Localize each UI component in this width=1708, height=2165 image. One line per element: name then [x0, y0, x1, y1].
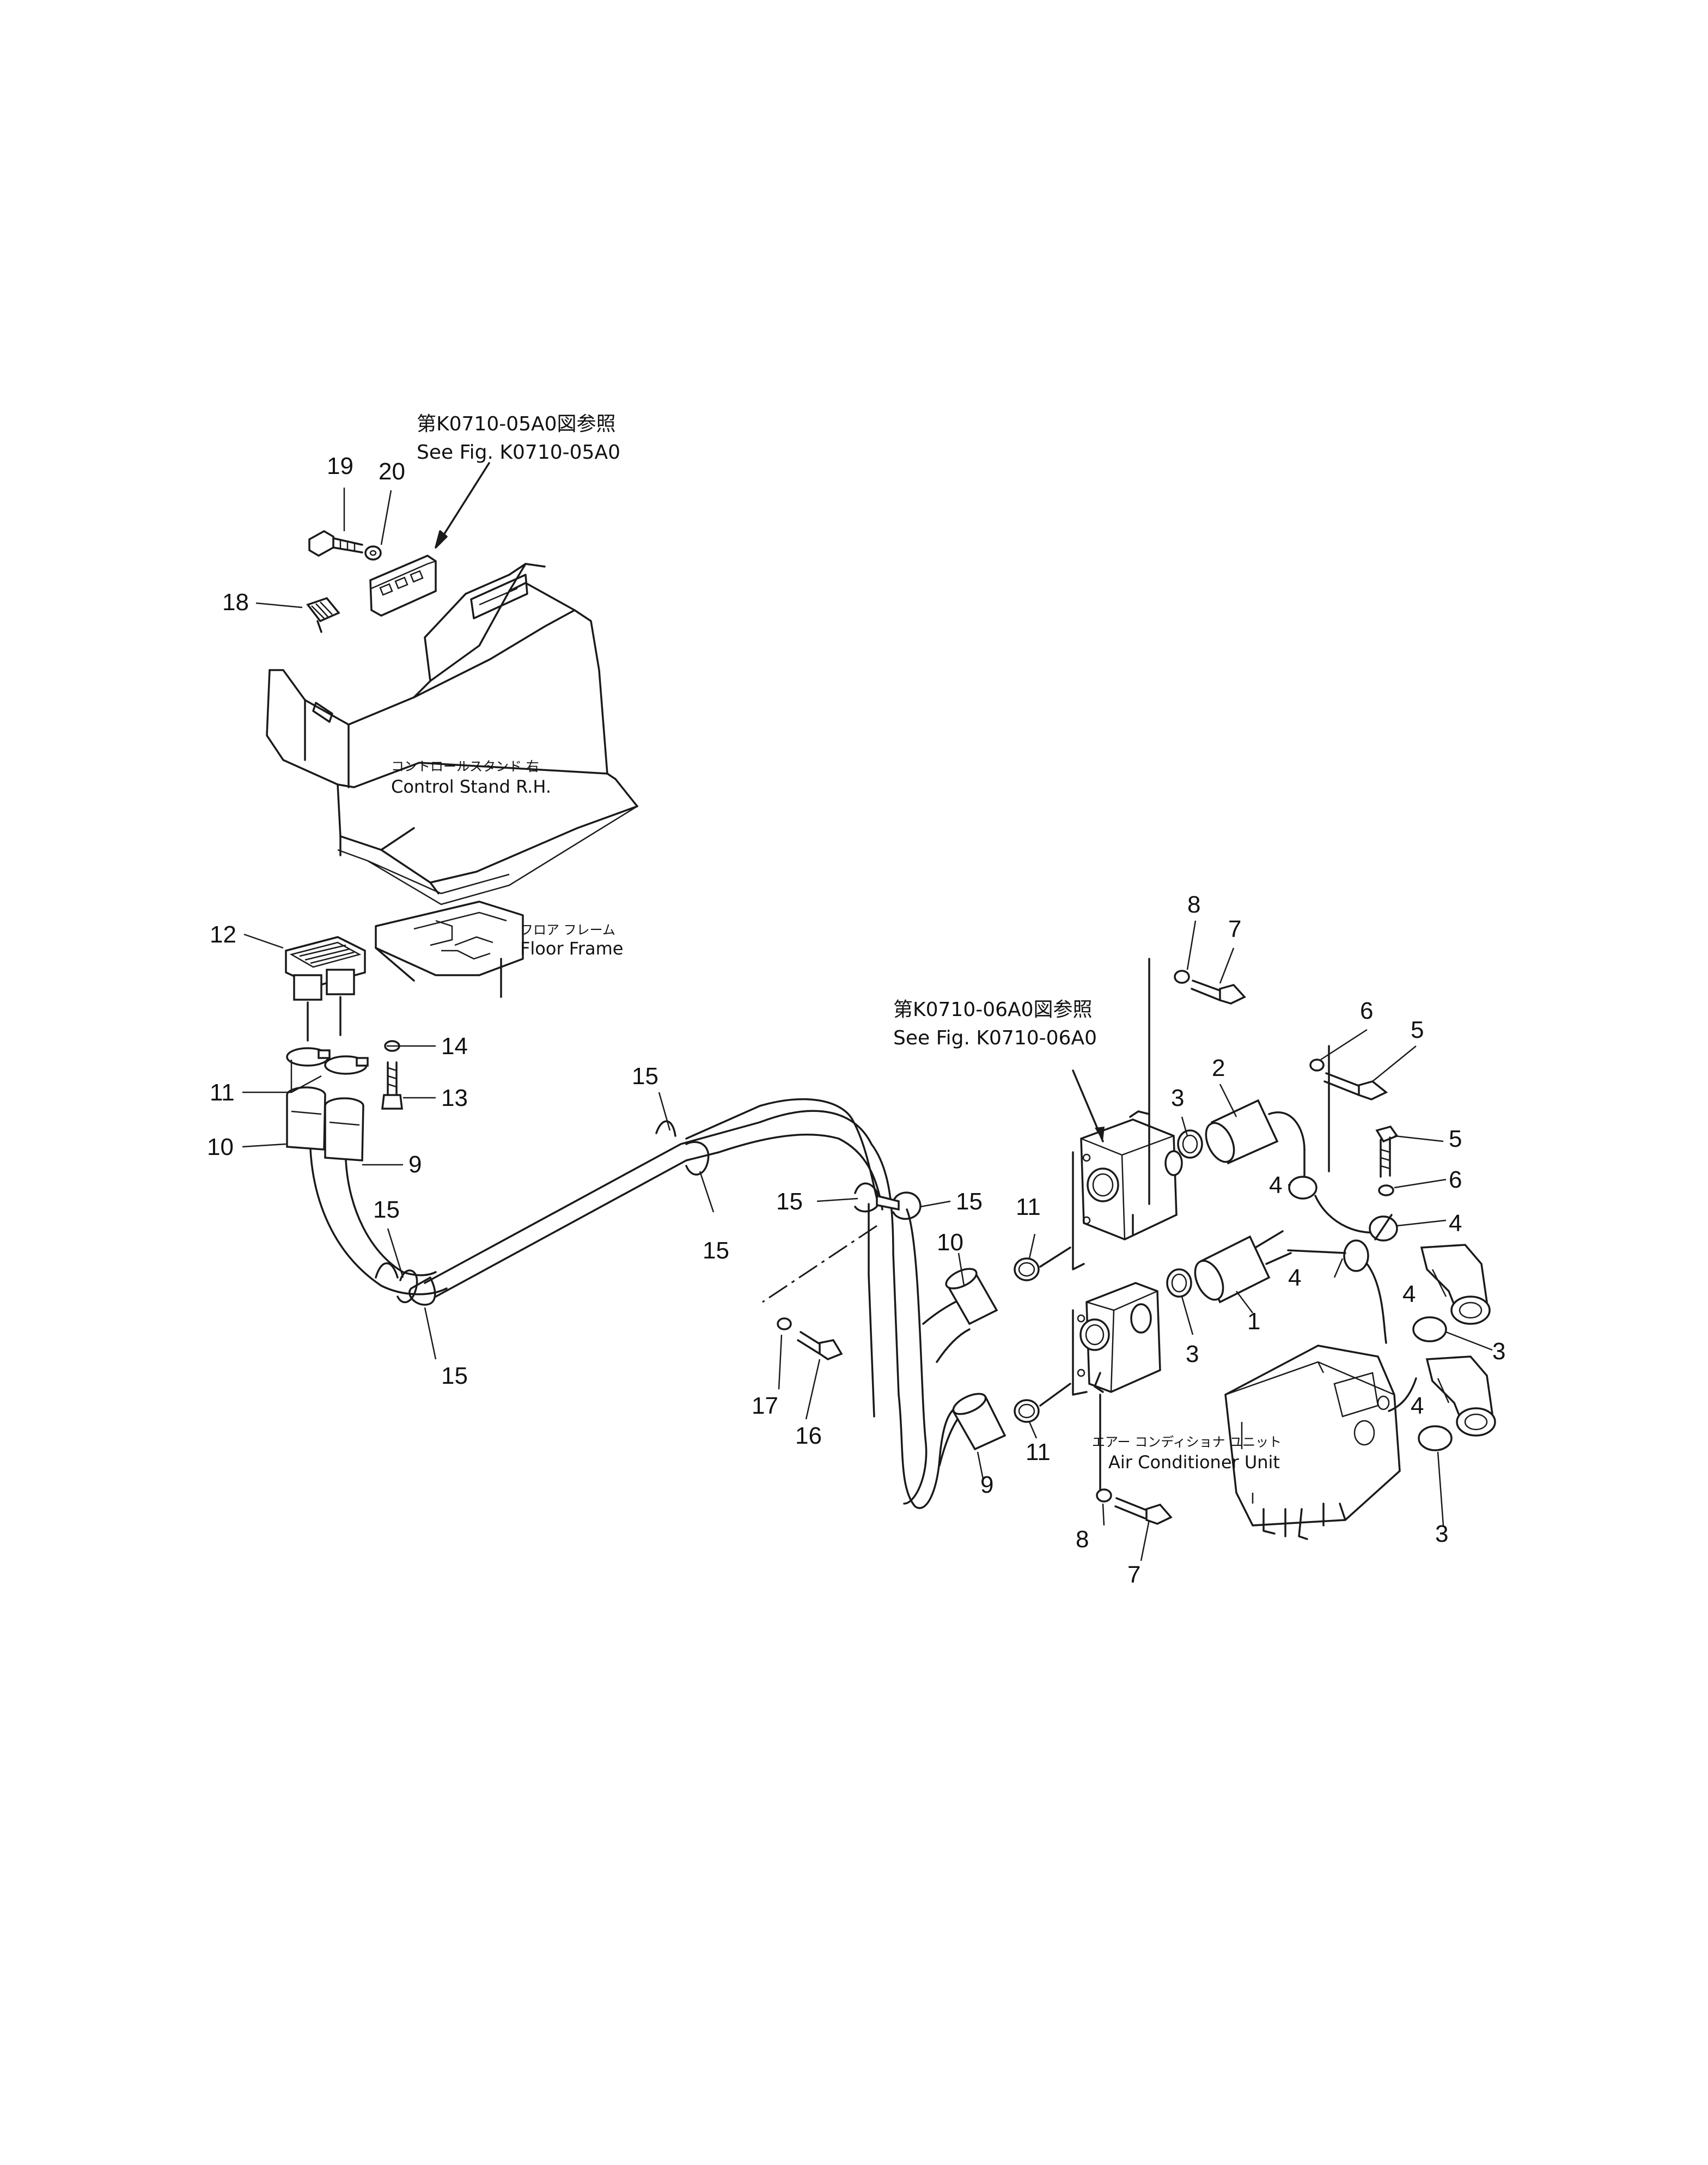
duct-box-lower	[1072, 1282, 1161, 1396]
bolt-7-upper	[1191, 980, 1246, 1005]
callout-17: 17	[752, 1392, 778, 1419]
reference-middle-jp: 第K0710-06A0図参照	[893, 999, 1093, 1021]
hose-2	[1177, 1099, 1306, 1165]
floor-frame-label-en: Floor Frame	[520, 938, 623, 959]
callout-15-c: 15	[632, 1063, 658, 1090]
elbow-hose-upper	[1420, 1244, 1491, 1325]
callout-18: 18	[222, 589, 249, 616]
switch-18	[306, 597, 340, 633]
callout-8-lower: 8	[1076, 1526, 1089, 1553]
hoses-9-10-left	[286, 1086, 364, 1161]
control-stand-label-jp: コントロールスタンド 右	[391, 759, 539, 774]
joints-4	[1287, 1148, 1398, 1344]
reference-upper-en: See Fig. K0710-05A0	[417, 441, 620, 464]
callout-4-d: 4	[1402, 1281, 1416, 1307]
callout-19: 19	[327, 453, 353, 479]
callout-3-middle: 3	[1186, 1341, 1199, 1367]
air-conditioner-unit	[1224, 1345, 1417, 1540]
callout-13: 13	[441, 1085, 468, 1111]
callout-14: 14	[441, 1033, 468, 1060]
callout-7-lower: 7	[1127, 1561, 1140, 1588]
callout-9-right: 9	[980, 1471, 993, 1498]
ac-unit-label-en: Air Conditioner Unit	[1108, 1452, 1280, 1473]
reference-middle-en: See Fig. K0710-06A0	[893, 1027, 1097, 1049]
hose-clamps-11-left	[286, 1047, 369, 1075]
callout-15-b: 15	[441, 1363, 468, 1389]
callout-15-d: 15	[703, 1237, 729, 1264]
callout-4-a: 4	[1269, 1172, 1282, 1199]
washer-17	[777, 1317, 792, 1330]
callout-11-right-upper: 11	[1016, 1194, 1041, 1220]
band-clamps-15	[375, 1120, 922, 1306]
callout-16: 16	[795, 1422, 822, 1449]
callout-8-upper: 8	[1187, 891, 1200, 918]
washer-8-upper	[1174, 970, 1190, 984]
callout-6-upper: 6	[1360, 998, 1373, 1024]
callout-4-b: 4	[1449, 1210, 1462, 1237]
bolt-13	[381, 1061, 403, 1110]
bolt-5-lower	[1375, 1125, 1399, 1178]
callout-9-left: 9	[408, 1151, 422, 1178]
bolt-16	[797, 1331, 843, 1360]
callout-6-lower: 6	[1449, 1166, 1462, 1193]
washer-20	[364, 545, 382, 561]
callout-15-e: 15	[776, 1188, 803, 1215]
callout-11-left: 11	[210, 1079, 235, 1106]
bolt-7-lower	[1114, 1497, 1173, 1525]
switch-panel	[369, 462, 490, 617]
clamp-3-right-lower	[1418, 1425, 1453, 1451]
hose-9-right	[951, 1392, 1006, 1451]
callout-20: 20	[379, 458, 405, 485]
callout-4-e: 4	[1411, 1392, 1424, 1419]
callout-15-a: 15	[373, 1196, 400, 1223]
callout-1: 1	[1247, 1308, 1260, 1335]
callout-5-lower: 5	[1449, 1126, 1462, 1152]
washer-6-upper	[1309, 1059, 1325, 1072]
hose-clamps-11-right	[1014, 1246, 1071, 1423]
floor-frame	[375, 901, 524, 998]
callout-12: 12	[210, 921, 236, 948]
callout-11-right-lower: 11	[1026, 1439, 1051, 1465]
callout-10-right: 10	[937, 1229, 963, 1256]
callout-4-c: 4	[1288, 1264, 1301, 1291]
bolt-19	[308, 530, 363, 557]
callout-3-upper: 3	[1171, 1085, 1184, 1111]
callout-5-upper: 5	[1411, 1017, 1424, 1043]
floor-frame-label-jp: フロア フレーム	[520, 922, 615, 938]
callout-15-f: 15	[956, 1188, 983, 1215]
callout-10-left: 10	[207, 1134, 234, 1160]
callout-3-right-lower: 3	[1435, 1521, 1448, 1547]
hose-10-right	[945, 1268, 998, 1325]
washer-8-lower	[1096, 1488, 1112, 1503]
reference-upper-jp: 第K0710-05A0図参照	[417, 413, 616, 435]
control-stand-label-en: Control Stand R.H.	[391, 776, 551, 797]
callout-2: 2	[1212, 1055, 1225, 1081]
duct-box-upper	[1072, 1110, 1183, 1270]
ac-unit-label-jp: エアー コンディショナ ユニット	[1092, 1434, 1282, 1450]
bolt-5-upper	[1323, 1072, 1388, 1100]
washer-6-lower	[1378, 1184, 1394, 1196]
callout-3-right-upper: 3	[1492, 1338, 1505, 1365]
elbow-hose-lower	[1425, 1355, 1496, 1437]
hose-1	[1166, 1230, 1292, 1304]
leader-lines	[242, 488, 1493, 1561]
clamp-3-right-upper	[1412, 1316, 1447, 1342]
callout-7-upper: 7	[1228, 916, 1241, 942]
control-stand-assembly	[266, 563, 638, 905]
vent-outlet-12	[285, 936, 366, 1042]
